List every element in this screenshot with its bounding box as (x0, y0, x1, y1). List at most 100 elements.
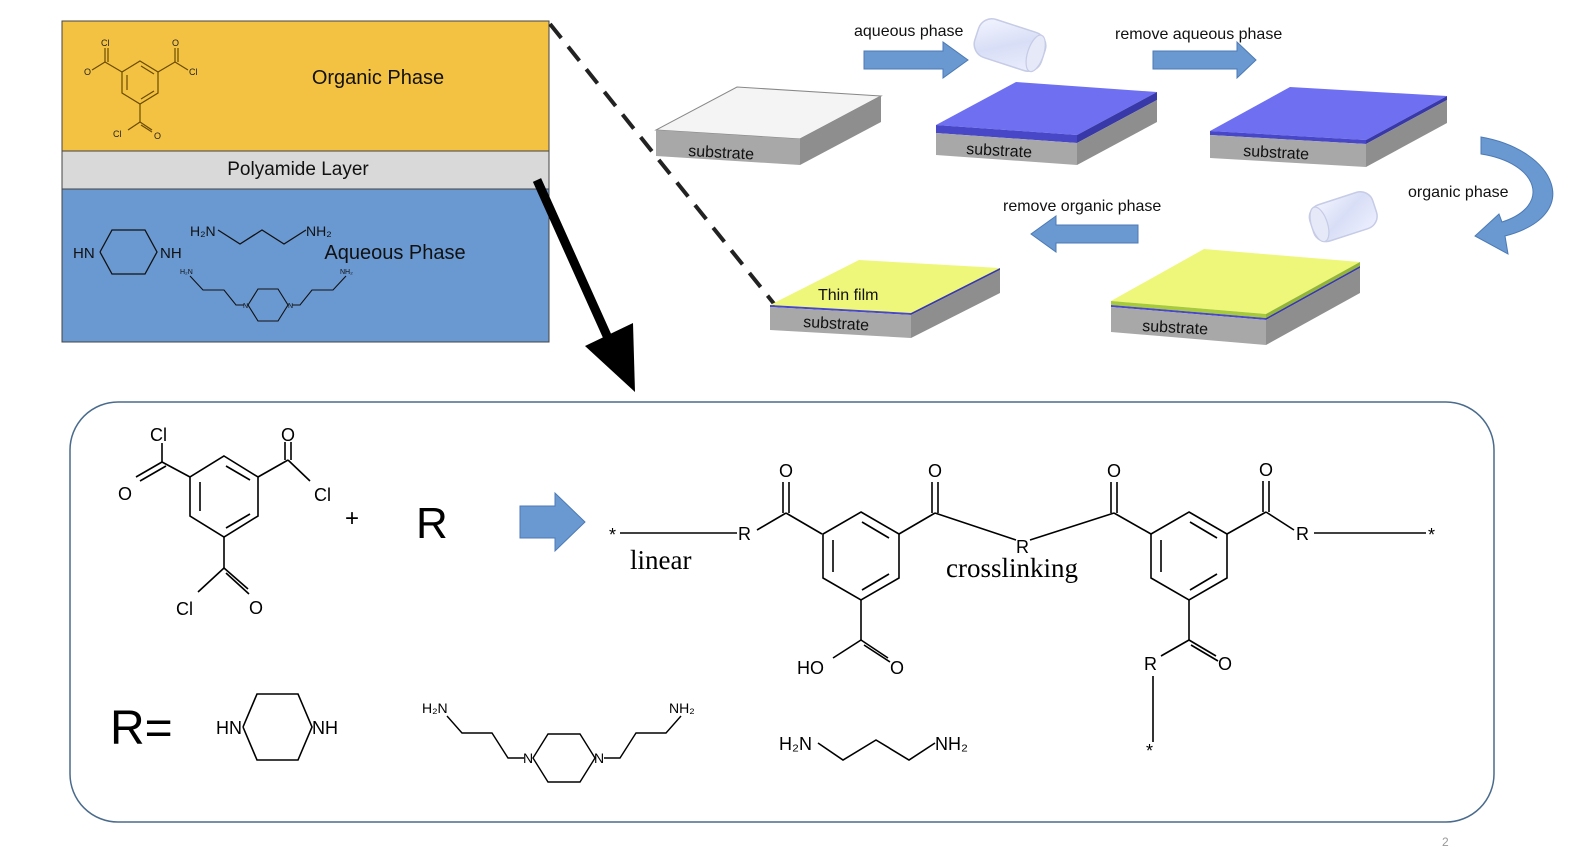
diaminopropane-large-atoms: H₂N NH₂ (779, 734, 968, 754)
svg-text:NH₂: NH₂ (340, 269, 353, 276)
aqueous-phase-layer (61, 188, 550, 343)
svg-text:O: O (890, 658, 904, 678)
svg-text:O: O (281, 425, 295, 445)
layer-panel: Organic Phase Polyamide Layer Aqueous Ph… (61, 20, 550, 343)
svg-text:HN: HN (73, 245, 95, 262)
svg-text:NH: NH (160, 245, 182, 262)
svg-text:HN: HN (216, 718, 242, 738)
svg-text:R: R (738, 524, 751, 544)
svg-text:O: O (1218, 654, 1232, 674)
svg-text:H₂N: H₂N (180, 269, 193, 276)
svg-text:Cl: Cl (101, 38, 110, 48)
svg-text:O: O (928, 461, 942, 481)
substrate-label-3: substrate (1243, 143, 1310, 163)
thin-film-label: Thin film (818, 287, 878, 304)
aminopropyl-piperazine-large-atoms: H₂N NH₂ N N (422, 700, 695, 766)
substrate-label-1: substrate (688, 143, 755, 163)
diaminopropane-small-atoms: H₂N NH₂ (190, 223, 332, 239)
diaminopropane-large (817, 739, 936, 761)
svg-text:O: O (118, 484, 132, 504)
svg-text:O: O (1107, 461, 1121, 481)
polyamide-layer (61, 150, 550, 190)
aqueous-phase-label: Aqueous Phase (324, 242, 465, 264)
svg-text:O: O (1259, 460, 1273, 480)
substrate-slab-2 (936, 82, 1157, 165)
svg-text:NH₂: NH₂ (306, 223, 332, 239)
svg-text:Cl: Cl (314, 485, 331, 505)
substrate-slab-3 (1210, 87, 1447, 167)
piperazine-large (242, 693, 313, 761)
substrate-slab-1 (654, 86, 883, 165)
svg-text:R: R (1016, 537, 1029, 557)
svg-text:HO: HO (797, 658, 824, 678)
zoom-dashed-line (548, 22, 777, 307)
crosslinking-label: crosslinking (946, 553, 1078, 583)
svg-text:R: R (1144, 654, 1157, 674)
step-aqueous-label: aqueous phase (854, 23, 964, 40)
zoom-black-arrow (532, 178, 635, 392)
svg-text:Cl: Cl (176, 599, 193, 619)
svg-text:N: N (594, 750, 604, 766)
svg-text:NH₂: NH₂ (669, 700, 695, 716)
vial-icon-aqueous (973, 18, 1047, 73)
piperazine-small-atoms: HN NH (73, 245, 182, 262)
svg-text:*: * (609, 525, 616, 545)
svg-text:N: N (523, 750, 533, 766)
svg-text:O: O (84, 67, 91, 77)
step-remove-organic-label: remove organic phase (1003, 198, 1161, 215)
arrow-aqueous-phase (863, 41, 969, 79)
substrate-label-4: substrate (1142, 318, 1209, 338)
svg-text:*: * (1428, 525, 1435, 545)
reactant-r: R (416, 499, 448, 548)
svg-text:H₂N: H₂N (190, 223, 216, 239)
vial-icon-organic (1308, 191, 1378, 243)
reaction-box (69, 401, 1495, 823)
plus-sign: + (345, 505, 359, 532)
process-steps: substrate substrate substrate substrate … (654, 18, 1554, 345)
substrate-slab-4 (1111, 249, 1360, 345)
svg-text:H₂N: H₂N (779, 734, 812, 754)
page-number: 2 (1442, 835, 1449, 849)
step-remove-aqueous-label: remove aqueous phase (1115, 26, 1282, 43)
substrate-labels: substrate substrate substrate substrate … (688, 141, 1310, 338)
tmc-molecule-small (91, 48, 189, 133)
piperazine-large-atoms: HN NH (216, 718, 338, 738)
polyamide-product (620, 481, 1426, 742)
svg-text:O: O (172, 38, 179, 48)
svg-text:R: R (1296, 524, 1309, 544)
svg-text:Cl: Cl (189, 67, 198, 77)
svg-text:*: * (1146, 741, 1153, 761)
svg-text:N: N (288, 303, 293, 310)
svg-text:H₂N: H₂N (422, 700, 448, 716)
organic-phase-layer (61, 20, 550, 152)
piperazine-small (99, 229, 158, 275)
arrow-organic-phase-curved (1474, 136, 1554, 255)
svg-text:Cl: Cl (113, 129, 122, 139)
reaction-arrow (519, 491, 586, 553)
svg-text:O: O (249, 598, 263, 618)
product-atoms: * R O O R O O R * HO O R O * (609, 460, 1435, 761)
organic-phase-label: Organic Phase (312, 67, 444, 89)
substrate-label-5: substrate (803, 314, 870, 334)
step-organic-label: organic phase (1408, 184, 1509, 201)
svg-text:NH: NH (312, 718, 338, 738)
arrow-remove-organic-phase (1030, 215, 1139, 253)
svg-text:O: O (779, 461, 793, 481)
svg-text:Cl: Cl (150, 425, 167, 445)
tmc-molecule-large (135, 442, 311, 595)
arrow-remove-aqueous-phase (1152, 40, 1257, 80)
tmc-large-atoms: Cl O O Cl Cl O (118, 425, 331, 619)
aminopropyl-piperazine-small (189, 275, 347, 322)
aminopropyl-piperazine-large (446, 715, 682, 783)
svg-text:N: N (243, 303, 248, 310)
tmc-small-atoms: Cl O O Cl Cl O (84, 38, 198, 141)
r-equals-label: R= (110, 702, 173, 755)
linear-label: linear (630, 545, 691, 575)
svg-text:O: O (154, 131, 161, 141)
aminopropyl-piperazine-small-atoms: H₂N NH₂ N N (180, 269, 353, 310)
substrate-label-2: substrate (966, 141, 1033, 161)
polyamide-layer-label: Polyamide Layer (227, 159, 369, 180)
substrate-slab-5 (770, 260, 1000, 338)
diaminopropane-small (217, 229, 307, 245)
